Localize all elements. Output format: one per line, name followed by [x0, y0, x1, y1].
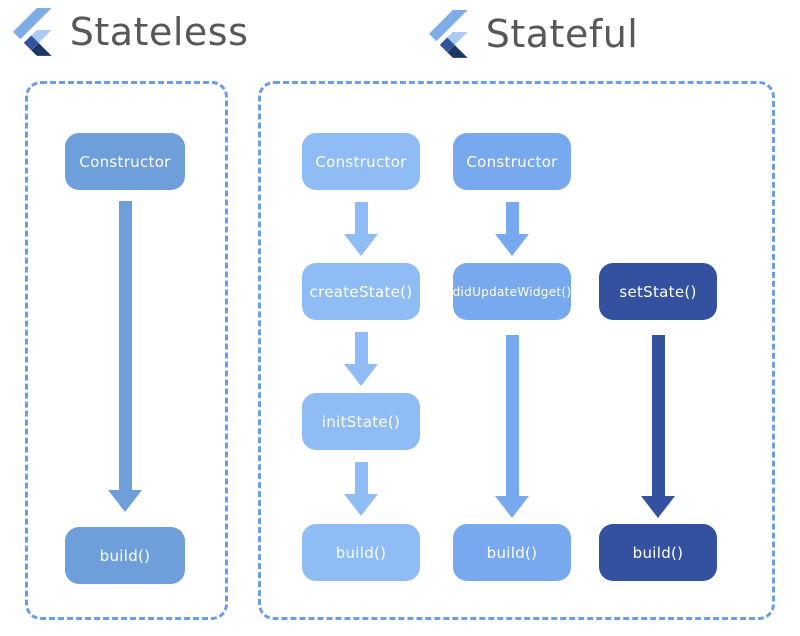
arrow-col1-createstate-to-initstate — [344, 332, 378, 386]
node-col2-build: build() — [453, 524, 571, 581]
node-col2-constructor: Constructor — [453, 133, 571, 190]
arrow-col1-initstate-to-build — [344, 462, 378, 516]
arrow-head — [344, 494, 378, 516]
stateful-panel — [258, 81, 775, 620]
flutter-logo-icon — [429, 10, 468, 58]
stateless-header: Stateless — [13, 4, 248, 60]
arrow-head — [344, 364, 378, 386]
arrow-shaft — [354, 202, 368, 234]
node-stateless-constructor: Constructor — [65, 133, 185, 190]
arrow-head — [495, 496, 529, 518]
stateful-title: Stateful — [485, 12, 639, 56]
node-stateless-build: build() — [65, 527, 185, 584]
arrow-shaft — [505, 202, 519, 234]
arrow-head — [641, 496, 675, 518]
node-col1-createstate: createState() — [302, 263, 420, 320]
arrow-head — [495, 234, 529, 256]
arrow-stateless-constructor-to-build — [108, 201, 142, 512]
arrow-col1-constructor-to-createstate — [344, 202, 378, 256]
arrow-shaft — [651, 335, 665, 496]
flutter-logo-icon — [13, 8, 52, 56]
stateless-panel — [25, 81, 228, 620]
arrow-shaft — [505, 335, 519, 496]
node-col1-constructor: Constructor — [302, 133, 420, 190]
node-col3-build: build() — [599, 524, 717, 581]
node-col2-didupdatewidget: didUpdateWidget() — [453, 263, 571, 320]
arrow-shaft — [354, 462, 368, 494]
stateless-title: Stateless — [69, 10, 249, 54]
node-col1-build: build() — [302, 524, 420, 581]
stateful-header: Stateful — [429, 6, 638, 62]
arrow-col2-didupdatewidget-to-build — [495, 335, 529, 518]
arrow-shaft — [118, 201, 132, 490]
arrow-col2-constructor-to-didupdatewidget — [495, 202, 529, 256]
arrow-col3-setstate-to-build — [641, 335, 675, 518]
arrow-shaft — [354, 332, 368, 364]
node-col3-setstate: setState() — [599, 263, 717, 320]
node-col1-initstate: initState() — [302, 393, 420, 450]
arrow-head — [344, 234, 378, 256]
arrow-head — [108, 490, 142, 512]
